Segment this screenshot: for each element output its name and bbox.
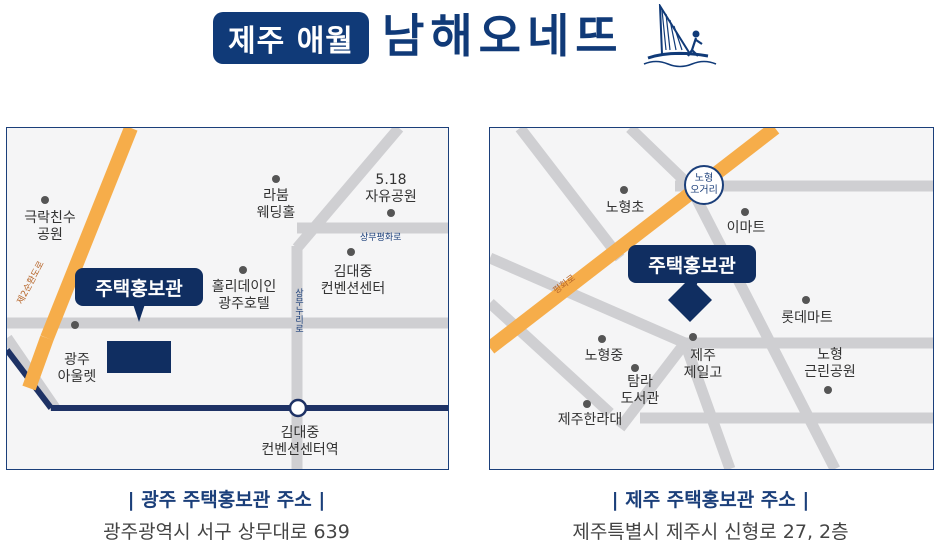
jeju-address-title: | 제주 주택홍보관 주소 | (611, 489, 810, 511)
poi-518-park: 5.18 자유공원 (365, 172, 417, 205)
poi-marker (347, 248, 355, 256)
poi-nohyeong-park: 노형 근린공원 (804, 347, 856, 380)
poi-jeju-halla-univ: 제주한라대 (557, 412, 623, 428)
road-label-sangmu-pyeonghwa: 상무평화로 (360, 233, 402, 243)
poi-marker (824, 386, 832, 394)
jeju-road-network (490, 128, 933, 469)
poi-tamla-library: 탐라 도서관 (620, 374, 660, 407)
poi-kdj-station: 김대중 컨벤션센터역 (261, 425, 339, 458)
poi-holiday-inn: 홀리데이인 광주호텔 (211, 279, 277, 312)
header: 제주 애월 남해오네뜨 (0, 0, 938, 90)
region-badge: 제주 애월 (213, 12, 369, 64)
poi-marker (741, 208, 749, 216)
poi-marker (631, 364, 639, 372)
poi-marker (598, 335, 606, 343)
windsurfer-icon (643, 4, 717, 68)
poi-marker (387, 209, 395, 217)
poi-lotte-mart: 롯데마트 (781, 310, 833, 326)
gwangju-map[interactable]: 제2순환도로 상무평화로 상무누리로 극락친수 공원 라붐 웨딩홀 5.18 자… (6, 127, 449, 470)
poi-marker (272, 175, 280, 183)
poi-marker (583, 400, 591, 408)
poi-marker (689, 333, 697, 341)
poi-jeil-high: 제주 제일고 (683, 348, 723, 381)
showroom-callout: 주택홍보관 (628, 245, 756, 299)
poi-marker (41, 196, 49, 204)
poi-gwangju-outlet: 광주 아울렛 (57, 352, 97, 385)
poi-geukrak-park: 극락친수 공원 (24, 210, 76, 243)
poi-marker (802, 296, 810, 304)
jeju-address: 제주특별시 제주시 신형로 27, 2층 (572, 521, 849, 543)
road-label-sangmu-nuri: 상무누리로 (293, 288, 303, 333)
gwangju-address: 광주광역시 서구 상무대로 639 (103, 521, 350, 543)
showroom-callout: 주택홍보관 (75, 268, 203, 322)
poi-nohyeong-elementary: 노형초 (605, 200, 645, 216)
gwangju-road-network (7, 128, 448, 469)
poi-marker (620, 186, 628, 194)
poi-nohyeong-middle: 노형중 (584, 348, 624, 364)
showroom-building[interactable] (107, 341, 171, 373)
gwangju-address-title: | 광주 주택홍보관 주소 | (127, 489, 326, 511)
poi-kdj-convention: 김대중 컨벤션센터 (320, 264, 386, 297)
poi-emart: 이마트 (726, 220, 766, 236)
poi-marker (239, 266, 247, 274)
nohyeong-roundabout: 노형 오거리 (690, 173, 718, 196)
jeju-map[interactable]: 평화로 노형 오거리 노형초 이마트 롯데마트 노형중 제주 제일고 탐라 도서… (489, 127, 934, 470)
poi-marker (71, 321, 79, 329)
brand-title: 남해오네뜨 (382, 9, 624, 63)
poi-labum-wedding: 라붐 웨딩홀 (256, 188, 296, 221)
